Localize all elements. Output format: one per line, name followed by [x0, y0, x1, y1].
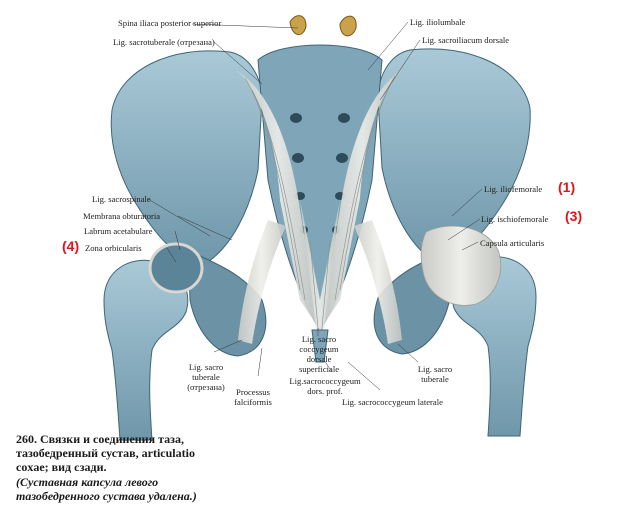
- label-lig-sacrotuberale-right: Lig. sacro tuberale: [410, 364, 460, 384]
- right-sacrotuberous: [354, 220, 402, 344]
- caption-line-5: тазобедренного сустава удалена.): [16, 489, 197, 503]
- label-lig-ischiofemorale: Lig. ischiofemorale: [481, 214, 549, 224]
- label-membrana: Membrana obturatoria: [83, 211, 161, 221]
- label-lig-sacrotuberale-left-1: Lig. sacro: [188, 362, 224, 372]
- marker-3: (3): [565, 208, 583, 224]
- spina-right: [339, 15, 357, 37]
- label-lig-sacrococcygeum-laterale: Lig. sacrococcygeum laterale: [342, 397, 443, 407]
- label-right-sacro-2: tuberale: [421, 374, 449, 384]
- label-prof-2: dors. prof.: [307, 386, 343, 396]
- right-hip-capsule: [420, 225, 502, 306]
- label-lig-sacrotuberale-left-3: (отрезана): [187, 382, 225, 392]
- spina-left: [289, 15, 307, 35]
- label-zona: Zona orbicularis: [85, 243, 142, 253]
- label-sup-1: Lig. sacro: [301, 334, 337, 344]
- caption-line-1: 260. Связки и соединения таза,: [16, 432, 184, 446]
- label-capsula: Capsula articularis: [480, 238, 545, 248]
- label-lig-sacrotuberale-top: Lig. sacrotuberale (отрезана): [113, 37, 215, 47]
- left-sacrotuberous: [238, 220, 286, 344]
- label-processus-2: falciformis: [234, 397, 272, 407]
- sacrum: [257, 44, 383, 331]
- marker-1: (1): [558, 179, 576, 195]
- label-lig-sacroiliacum: Lig. sacroiliacum dorsale: [422, 35, 510, 45]
- label-sup-2: coccygeum: [299, 344, 339, 354]
- label-sup-3: dorsale: [306, 354, 332, 364]
- leader-lines: [147, 21, 483, 391]
- caption-line-4: (Суставная капсула левого: [16, 475, 159, 489]
- marker-4: (4): [62, 238, 80, 254]
- label-lig-sacrotuberale-left: Lig. sacro tuberale (отрезана): [180, 362, 232, 392]
- label-lig-iliofemorale: Lig. iliofemorale: [484, 184, 543, 194]
- label-lig-iliolumbale: Lig. iliolumbale: [410, 17, 466, 27]
- right-ilium: [377, 48, 531, 261]
- left-ilium: [110, 50, 263, 263]
- label-right-sacro-1: Lig. sacro: [417, 364, 453, 374]
- label-lig-sacrotuberale-left-2: tuberale: [192, 372, 220, 382]
- label-lig-sacrococcygeum-sup: Lig. sacro coccygeum dorsale superficial…: [290, 334, 348, 374]
- left-acetabulum: [148, 242, 204, 294]
- label-sup-4: superficiale: [298, 364, 340, 374]
- label-lig-sacrospinale: Lig. sacrospinale: [92, 194, 151, 204]
- label-processus: Processus falciformis: [226, 387, 280, 407]
- label-spina-iliaca: Spina iliaca posterior superior: [118, 18, 222, 28]
- coccyx: [311, 329, 329, 363]
- caption-line-3: coxae; вид сзади.: [16, 460, 107, 474]
- label-processus-1: Processus: [236, 387, 270, 397]
- label-labrum: Labrum acetabulare: [84, 226, 153, 236]
- caption-line-2: тазобедренный сустав, articulatio: [16, 446, 195, 460]
- label-prof-1: Lig.sacrococcygeum: [289, 376, 361, 386]
- label-lig-sacrococcygeum-prof: Lig.sacrococcygeum dors. prof.: [288, 376, 362, 396]
